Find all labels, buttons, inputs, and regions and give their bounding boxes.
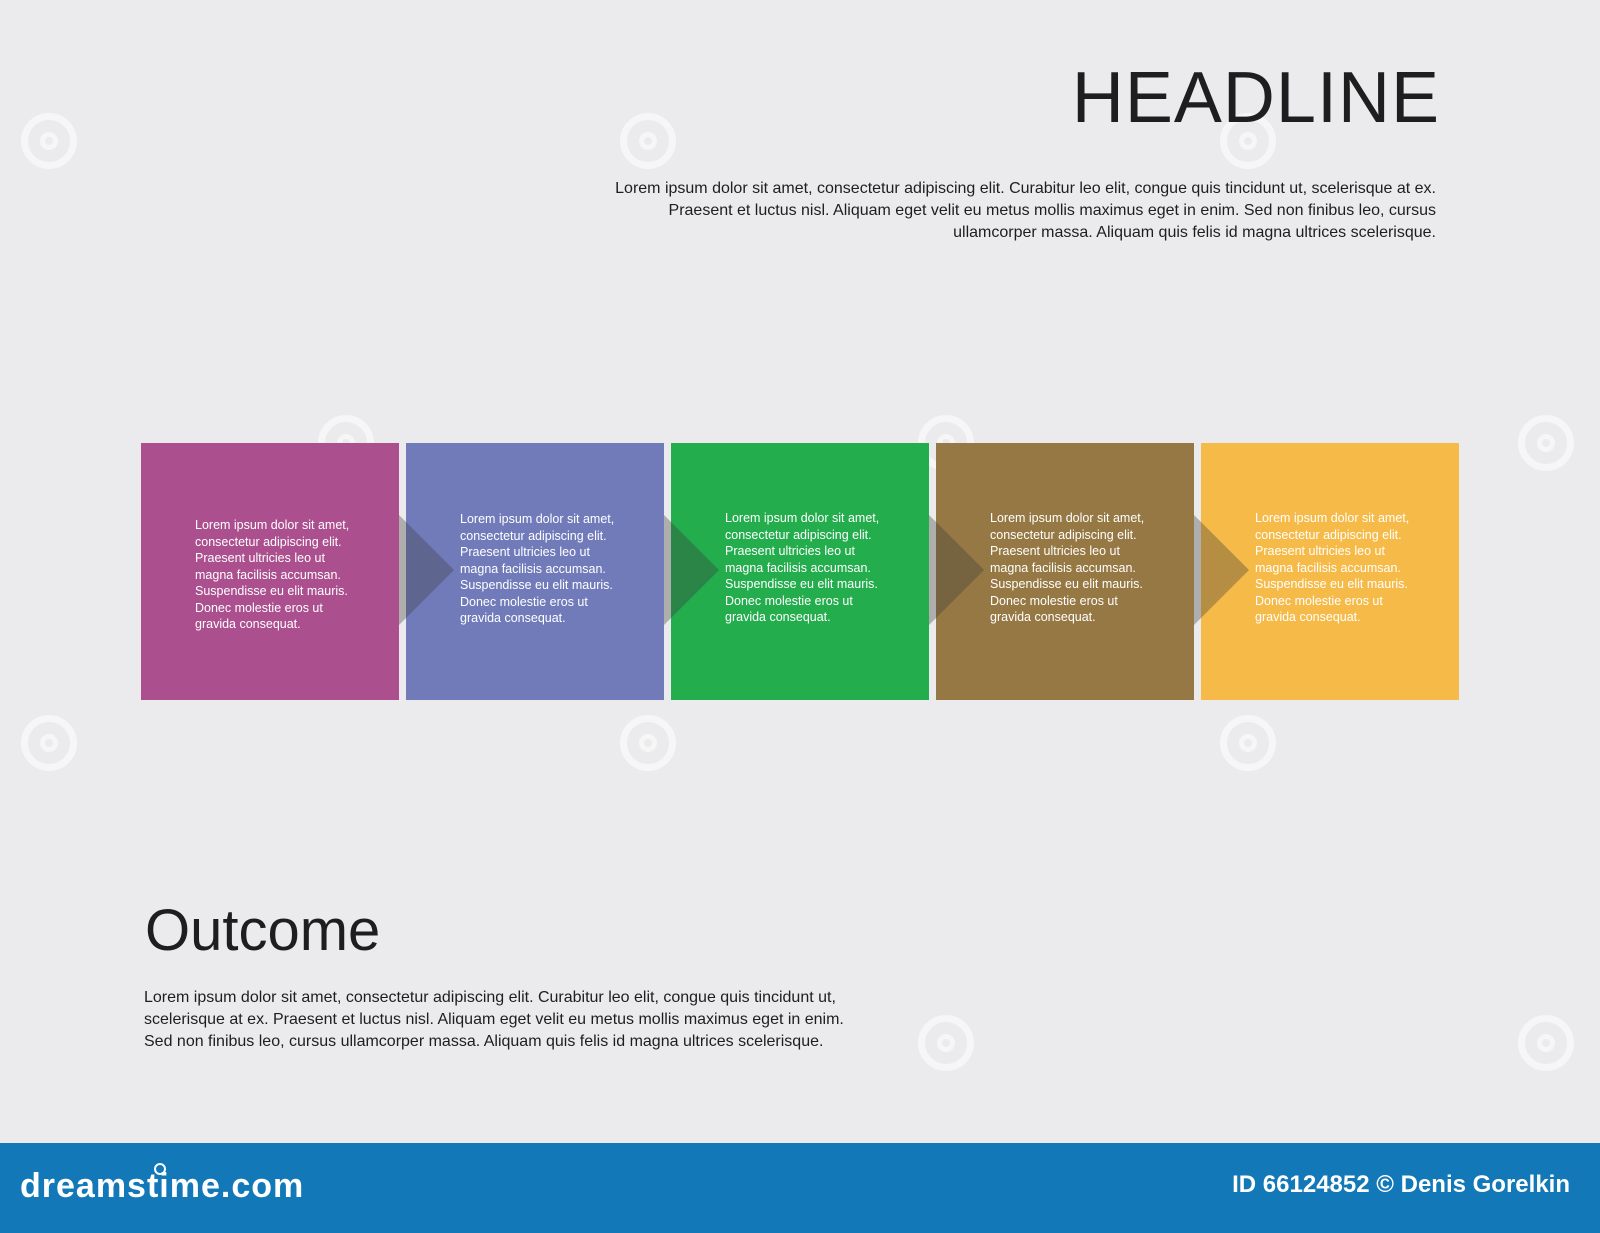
headline: HEADLINE xyxy=(1071,58,1440,138)
step-box-3: Lorem ipsum dolor sit amet, consectetur … xyxy=(671,443,929,700)
step-text: Lorem ipsum dolor sit amet, consectetur … xyxy=(1255,511,1410,624)
spiral-watermark-icon xyxy=(1518,1015,1574,1071)
spiral-watermark-icon xyxy=(620,715,676,771)
spiral-logo-icon xyxy=(154,1163,166,1175)
spiral-watermark-icon xyxy=(21,715,77,771)
step-text: Lorem ipsum dolor sit amet, consectetur … xyxy=(725,511,880,624)
image-credit: ID 66124852 © Denis Gorelkin xyxy=(1232,1171,1570,1198)
spiral-watermark-icon xyxy=(1220,113,1276,169)
step-text: Lorem ipsum dolor sit amet, consectetur … xyxy=(460,512,615,625)
spiral-watermark-icon xyxy=(1220,715,1276,771)
step-box-5: Lorem ipsum dolor sit amet, consectetur … xyxy=(1201,443,1459,700)
process-steps: Lorem ipsum dolor sit amet, consectetur … xyxy=(141,443,1460,700)
spiral-watermark-icon xyxy=(1518,415,1574,471)
step-box-2: Lorem ipsum dolor sit amet, consectetur … xyxy=(406,443,664,700)
headline-description: Lorem ipsum dolor sit amet, consectetur … xyxy=(615,180,1436,241)
outcome-description: Lorem ipsum dolor sit amet, consectetur … xyxy=(144,989,844,1050)
spiral-watermark-icon xyxy=(620,113,676,169)
spiral-watermark-icon xyxy=(918,1015,974,1071)
outcome-title: Outcome xyxy=(145,898,381,963)
step-box-1: Lorem ipsum dolor sit amet, consectetur … xyxy=(141,443,399,700)
step-box-4: Lorem ipsum dolor sit amet, consectetur … xyxy=(936,443,1194,700)
step-text: Lorem ipsum dolor sit amet, consectetur … xyxy=(990,511,1145,624)
spiral-watermark-icon xyxy=(21,113,77,169)
footer-bar: dreamstime.com ID 66124852 © Denis Gorel… xyxy=(0,1143,1600,1233)
step-text: Lorem ipsum dolor sit amet, consectetur … xyxy=(195,518,350,631)
